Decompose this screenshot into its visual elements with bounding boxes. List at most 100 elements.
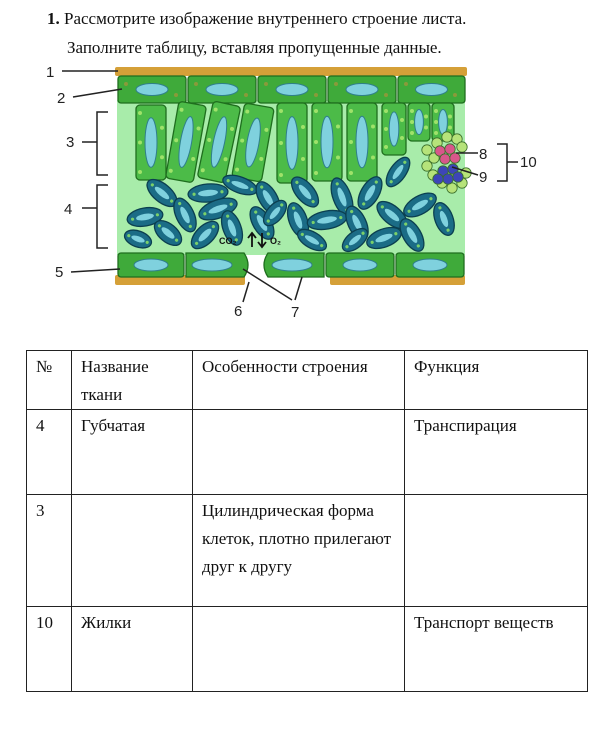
- chloroplast-dot: [279, 173, 283, 177]
- chloroplast-dot: [311, 220, 315, 225]
- chloroplast-dot: [170, 199, 174, 203]
- chloroplast-dot: [371, 124, 375, 129]
- tissue-table: № Название ткани Особенности строения Фу…: [26, 350, 588, 692]
- cell-nucleus: [355, 115, 369, 169]
- spongy-cell: [403, 192, 437, 218]
- vein-cell: [444, 143, 456, 155]
- cell-nucleus: [364, 185, 376, 201]
- chloroplast-dot: [157, 224, 162, 228]
- cell-nucleus: [144, 117, 158, 168]
- palisade-cell: [407, 102, 431, 142]
- chloroplast-dot: [174, 93, 178, 97]
- cell-tissue-name: Губчатая: [71, 409, 193, 495]
- palisade-tissue: [135, 101, 455, 184]
- chloroplast-dot: [349, 171, 353, 175]
- cell-nucleus: [342, 258, 378, 272]
- palisade-cell: [197, 101, 241, 183]
- chloroplast-dot: [203, 212, 207, 216]
- cell-nucleus: [154, 186, 170, 200]
- spongy-cell: [262, 199, 288, 227]
- spongy-cell: [220, 210, 244, 246]
- chloroplast-dot: [155, 213, 160, 217]
- cell-nucleus: [227, 219, 237, 237]
- chloroplast-dot: [192, 192, 196, 196]
- vein-cell: [441, 131, 453, 143]
- cell-nucleus: [231, 180, 249, 190]
- cell-function[interactable]: [404, 494, 588, 607]
- cell-nucleus: [304, 235, 320, 245]
- chloroplast-dot: [334, 82, 338, 86]
- chloroplast-dot: [174, 138, 179, 143]
- chloroplast-dot: [220, 190, 224, 194]
- chloroplast-dot: [264, 82, 268, 86]
- chloroplast-dot: [416, 244, 420, 248]
- chloroplast-dot: [394, 232, 398, 236]
- cell-nucleus: [256, 215, 268, 231]
- cell-nucleus: [352, 214, 362, 232]
- chloroplast-dot: [234, 238, 238, 242]
- chloroplast-dot: [301, 157, 305, 161]
- header-structure: Особенности строения: [192, 350, 405, 410]
- chloroplast-dot: [254, 210, 258, 214]
- cell-nucleus: [161, 227, 175, 239]
- cell-nucleus: [317, 216, 337, 224]
- cell-nucleus: [275, 83, 309, 96]
- chloroplast-dot: [410, 120, 414, 124]
- chloroplast-dot: [446, 228, 450, 232]
- chloroplast-dot: [124, 82, 128, 86]
- chloroplast-dot: [339, 215, 343, 220]
- cell-nucleus: [135, 83, 169, 96]
- palisade-cell: [231, 102, 275, 183]
- palisade-cell: [431, 102, 455, 142]
- chloroplast-dot: [292, 206, 296, 210]
- label-5: 5: [55, 264, 63, 281]
- chloroplast-dot: [438, 206, 442, 210]
- chloroplast-dot: [404, 222, 408, 226]
- header-number: №: [26, 350, 72, 410]
- chloroplast-dot: [384, 145, 388, 149]
- chloroplast-dot: [213, 107, 218, 112]
- header-tissue-name: Название ткани: [71, 350, 193, 410]
- palisade-cell: [276, 102, 308, 184]
- palisade-cell: [346, 102, 378, 182]
- cell-nucleus: [285, 116, 299, 170]
- cell-nucleus: [348, 234, 362, 246]
- chloroplast-dot: [168, 168, 173, 173]
- chloroplast-dot: [400, 118, 404, 122]
- vein-cell: [421, 144, 433, 156]
- cell-nucleus: [337, 187, 347, 207]
- chloroplast-dot: [244, 93, 248, 97]
- chloroplast-dot: [266, 219, 270, 223]
- chloroplast-dot: [424, 114, 428, 119]
- chloroplast-dot: [350, 209, 354, 214]
- spongy-cell: [357, 176, 383, 210]
- cell-nucleus: [269, 206, 281, 220]
- cell-nucleus: [414, 108, 424, 136]
- cell-nucleus: [136, 213, 154, 221]
- spongy-cell: [341, 227, 369, 253]
- cell-nucleus: [180, 206, 190, 224]
- chloroplast-dot: [196, 126, 201, 131]
- cell-structure[interactable]: [192, 606, 405, 692]
- label-pointers: [62, 70, 518, 303]
- chloroplast-dot: [434, 120, 438, 124]
- chloroplast-dot: [336, 155, 340, 160]
- task-line-2: Заполните таблицу, вставляя пропущенные …: [67, 38, 442, 57]
- spongy-cell: [190, 220, 220, 250]
- vein-cell: [456, 141, 468, 153]
- chloroplast-dot: [211, 224, 216, 229]
- chloroplast-dot: [300, 232, 304, 236]
- chloroplast-dot: [448, 114, 452, 119]
- chloroplast-dot: [384, 127, 388, 131]
- spongy-tissue: [123, 156, 455, 253]
- chloroplast-dot: [371, 155, 375, 160]
- table-row: 10 Жилки Транспорт веществ: [26, 606, 588, 692]
- chloroplast-dot: [226, 179, 230, 183]
- chloroplast-dot: [174, 238, 179, 242]
- cell-structure[interactable]: [192, 409, 405, 495]
- label-3: 3: [66, 134, 74, 151]
- chloroplast-dot: [336, 124, 340, 129]
- cell-tissue-name[interactable]: [71, 494, 193, 607]
- header-function: Функция: [404, 350, 588, 410]
- cell-structure: Цилиндрическая форма клеток, плотно прил…: [192, 494, 405, 607]
